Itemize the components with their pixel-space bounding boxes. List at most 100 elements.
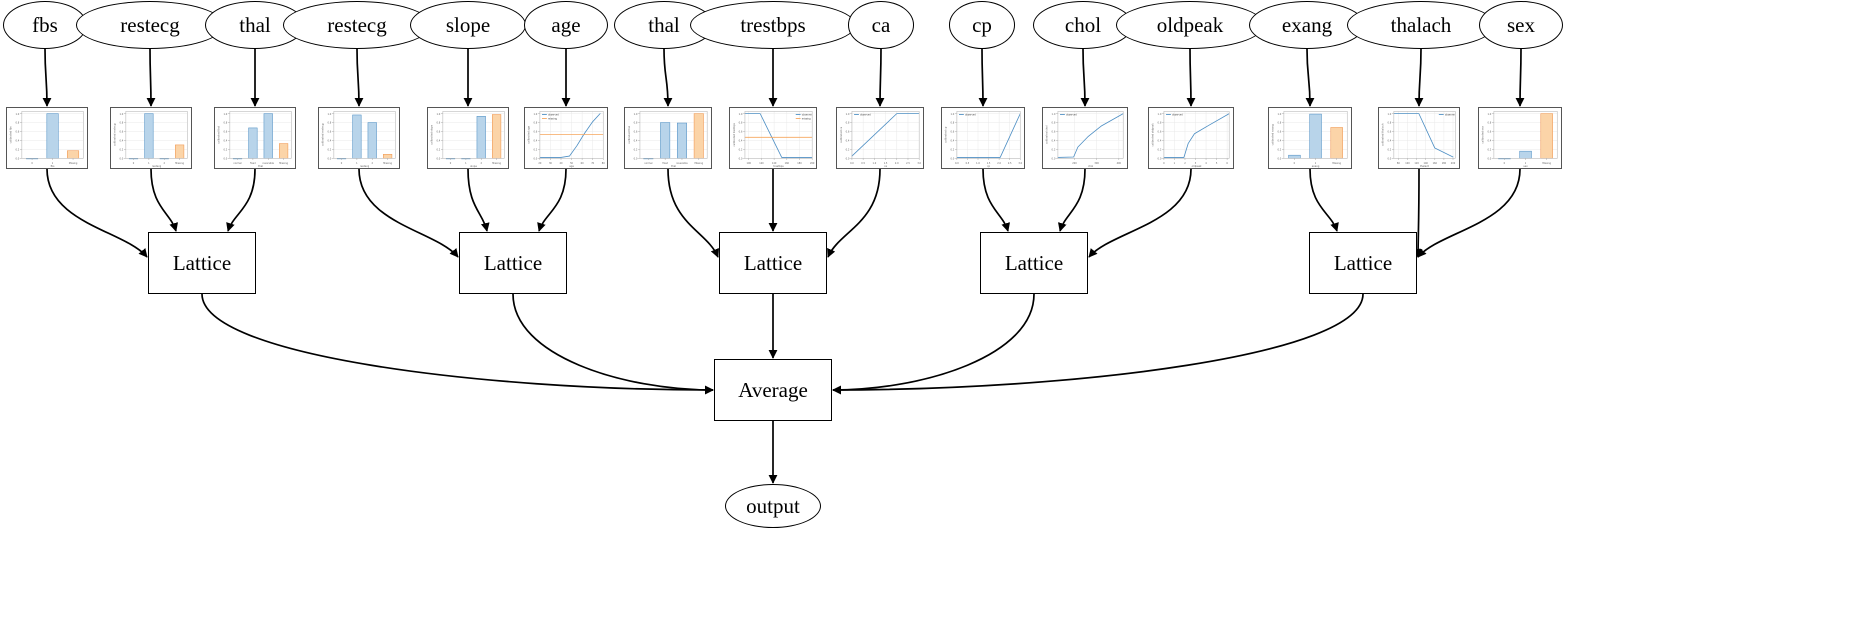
svg-text:0.2: 0.2 (119, 149, 123, 152)
svg-text:0.4: 0.4 (223, 140, 227, 143)
svg-text:2: 2 (372, 162, 374, 165)
svg-text:1.0: 1.0 (634, 113, 638, 116)
output-node[interactable]: output (725, 484, 821, 528)
svg-text:0.2: 0.2 (1278, 149, 1282, 152)
svg-text:0.0: 0.0 (634, 157, 638, 160)
feature-node-thalach[interactable]: thalach (1346, 1, 1496, 49)
svg-text:0: 0 (1294, 162, 1296, 165)
feature-node-fbs[interactable]: fbs (3, 1, 87, 49)
feature-node-oldpeak[interactable]: oldpeak (1115, 1, 1265, 49)
svg-text:20: 20 (538, 162, 541, 165)
svg-text:observed: observed (1066, 113, 1077, 116)
feature-node-trestbps[interactable]: trestbps (690, 1, 856, 49)
svg-text:2.0: 2.0 (895, 162, 899, 165)
svg-text:0.4: 0.4 (1278, 140, 1282, 143)
feature-node-age[interactable]: age (524, 1, 608, 49)
svg-text:4: 4 (1205, 162, 1207, 165)
svg-text:0.0: 0.0 (119, 157, 123, 160)
svg-text:0.8: 0.8 (634, 122, 638, 125)
edge-calibrator-to-lattice (1058, 168, 1086, 232)
svg-text:1.0: 1.0 (436, 113, 440, 116)
svg-text:0.8: 0.8 (327, 122, 331, 125)
svg-text:0.2: 0.2 (1387, 149, 1391, 152)
svg-text:calibrated restecg: calibrated restecg (321, 123, 325, 146)
svg-text:Missing: Missing (69, 162, 78, 165)
svg-text:0.2: 0.2 (534, 149, 538, 152)
svg-text:140: 140 (772, 162, 777, 165)
svg-text:0.6: 0.6 (846, 131, 850, 134)
svg-text:observed: observed (965, 113, 976, 116)
svg-text:0.8: 0.8 (846, 122, 850, 125)
svg-text:100: 100 (1405, 162, 1410, 165)
lattice-node-label: Lattice (1333, 250, 1393, 275)
svg-text:1.0: 1.0 (534, 113, 538, 116)
feature-node-label: fbs (32, 12, 58, 37)
svg-text:0.4: 0.4 (15, 140, 19, 143)
svg-text:400: 400 (1117, 162, 1122, 165)
svg-text:0.6: 0.6 (436, 131, 440, 134)
lattice-node-4[interactable]: Lattice (980, 232, 1088, 294)
svg-text:0.4: 0.4 (1387, 140, 1391, 143)
svg-text:60: 60 (581, 162, 584, 165)
svg-text:0.6: 0.6 (1488, 131, 1492, 134)
svg-text:calibrated thal: calibrated thal (217, 125, 221, 143)
svg-text:fixed: fixed (662, 162, 668, 165)
feature-node-cp[interactable]: cp (948, 1, 1016, 49)
svg-text:calibrated trestbps: calibrated trestbps (732, 122, 736, 146)
svg-text:reversible: reversible (676, 162, 688, 165)
svg-text:0.6: 0.6 (1052, 131, 1056, 134)
lattice-node-5[interactable]: Lattice (1309, 232, 1417, 294)
edge-calibrator-to-lattice (358, 168, 459, 258)
feature-node-label: age (551, 12, 581, 37)
svg-text:sex: sex (1523, 165, 1528, 168)
average-node[interactable]: Average (714, 359, 832, 421)
edge-lattice-to-average (201, 293, 714, 395)
svg-text:180: 180 (797, 162, 802, 165)
feature-node-exang[interactable]: exang (1249, 1, 1365, 49)
lattice-node-1[interactable]: Lattice (148, 232, 256, 294)
svg-text:calibrated slope: calibrated slope (430, 124, 434, 144)
svg-text:50: 50 (570, 162, 573, 165)
svg-text:calibrated chol: calibrated chol (1045, 125, 1049, 144)
lattice-node-3[interactable]: Lattice (719, 232, 827, 294)
svg-text:calibrated thal: calibrated thal (627, 125, 631, 143)
svg-text:normal: normal (644, 162, 652, 165)
feature-node-ca[interactable]: ca (847, 1, 915, 49)
edge-lattice-to-average (512, 293, 714, 395)
svg-text:0.4: 0.4 (436, 140, 440, 143)
feature-node-label: restecg (327, 12, 387, 37)
svg-text:0.6: 0.6 (15, 131, 19, 134)
svg-text:1.0: 1.0 (739, 113, 743, 116)
feature-node-label: restecg (120, 12, 180, 37)
lattice-node-2[interactable]: Lattice (459, 232, 567, 294)
svg-text:reversible: reversible (263, 162, 275, 165)
svg-text:exang: exang (1312, 165, 1320, 168)
svg-text:40: 40 (560, 162, 563, 165)
svg-text:fixed: fixed (250, 162, 256, 165)
feature-node-slope[interactable]: slope (410, 1, 526, 49)
svg-text:0.8: 0.8 (119, 122, 123, 125)
feature-node-sex[interactable]: sex (1479, 1, 1563, 49)
feature-node-restecg[interactable]: restecg (75, 1, 225, 49)
edge-calibrator-to-lattice (827, 168, 881, 258)
svg-text:normal: normal (233, 162, 241, 165)
edge-calibrator-to-lattice (226, 168, 256, 232)
svg-text:0.6: 0.6 (1278, 131, 1282, 134)
feature-node-restecg[interactable]: restecg (282, 1, 432, 49)
svg-text:1: 1 (148, 162, 150, 165)
